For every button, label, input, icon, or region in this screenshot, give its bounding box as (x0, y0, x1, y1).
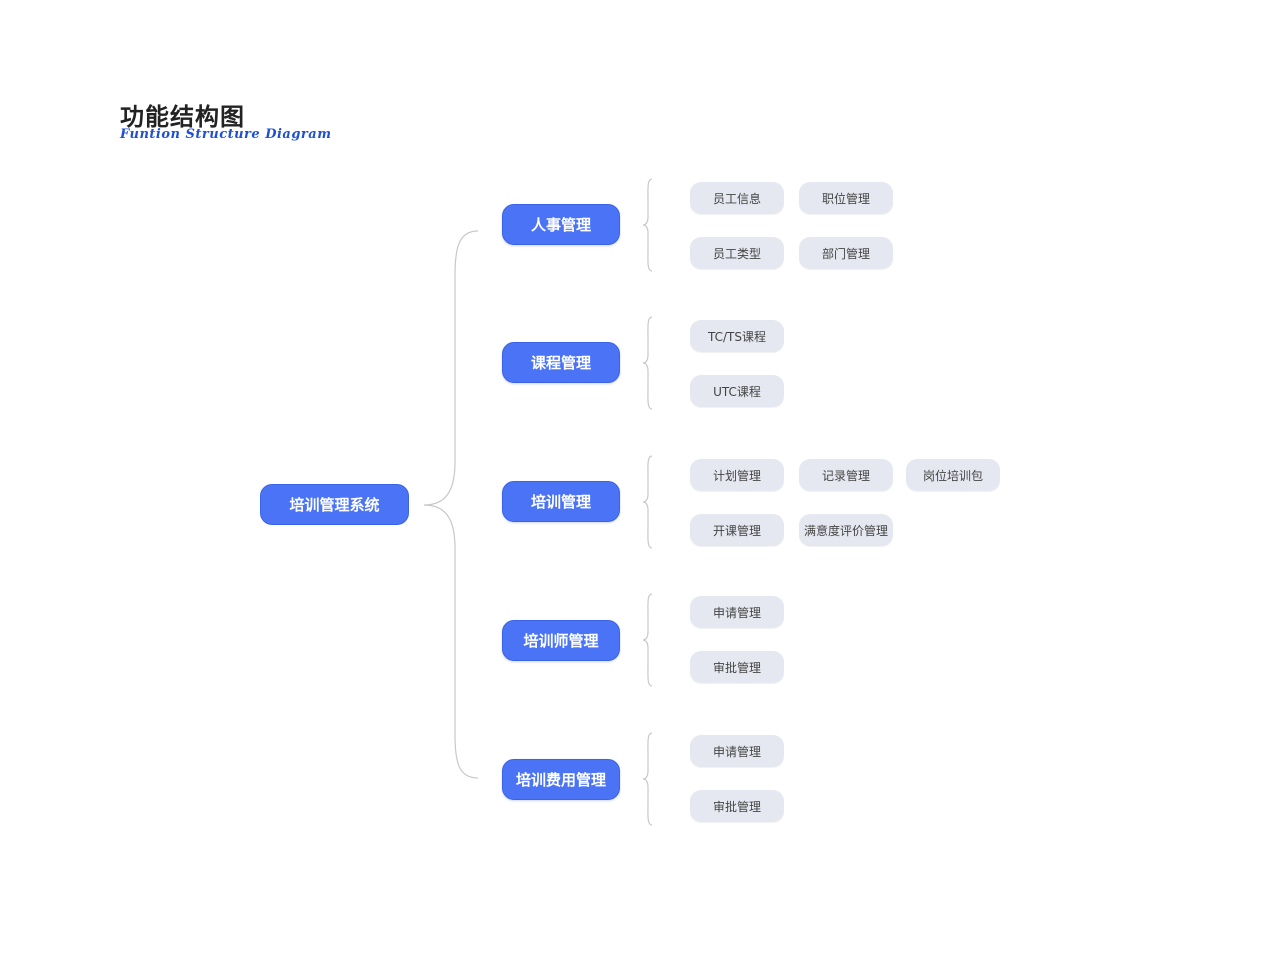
leaf-node: 申请管理 (690, 596, 784, 628)
leaf-node: 审批管理 (690, 651, 784, 683)
leaf-node: 计划管理 (690, 459, 784, 491)
leaf-node: 审批管理 (690, 790, 784, 822)
branch-bracket (642, 732, 653, 826)
branch-bracket (642, 316, 653, 410)
branch-node: 培训费用管理 (502, 759, 620, 800)
branch-bracket (642, 593, 653, 687)
branch-node: 课程管理 (502, 342, 620, 383)
leaf-node: TC/TS课程 (690, 320, 784, 352)
leaf-node: 岗位培训包 (906, 459, 1000, 491)
branch-bracket (642, 178, 653, 272)
branch-node: 人事管理 (502, 204, 620, 245)
leaf-node: 记录管理 (799, 459, 893, 491)
leaf-node: 职位管理 (799, 182, 893, 214)
leaf-node: 部门管理 (799, 237, 893, 269)
root-bracket (423, 230, 479, 779)
leaf-node: 员工类型 (690, 237, 784, 269)
leaf-node: UTC课程 (690, 375, 784, 407)
branch-node: 培训师管理 (502, 620, 620, 661)
leaf-node: 申请管理 (690, 735, 784, 767)
root-node: 培训管理系统 (260, 484, 409, 525)
leaf-node: 满意度评价管理 (799, 514, 893, 546)
page-title: 功能结构图 (120, 103, 245, 131)
page-subtitle: Funtion Structure Diagram (120, 127, 332, 142)
branch-bracket (642, 455, 653, 549)
leaf-node: 员工信息 (690, 182, 784, 214)
branch-node: 培训管理 (502, 481, 620, 522)
leaf-node: 开课管理 (690, 514, 784, 546)
